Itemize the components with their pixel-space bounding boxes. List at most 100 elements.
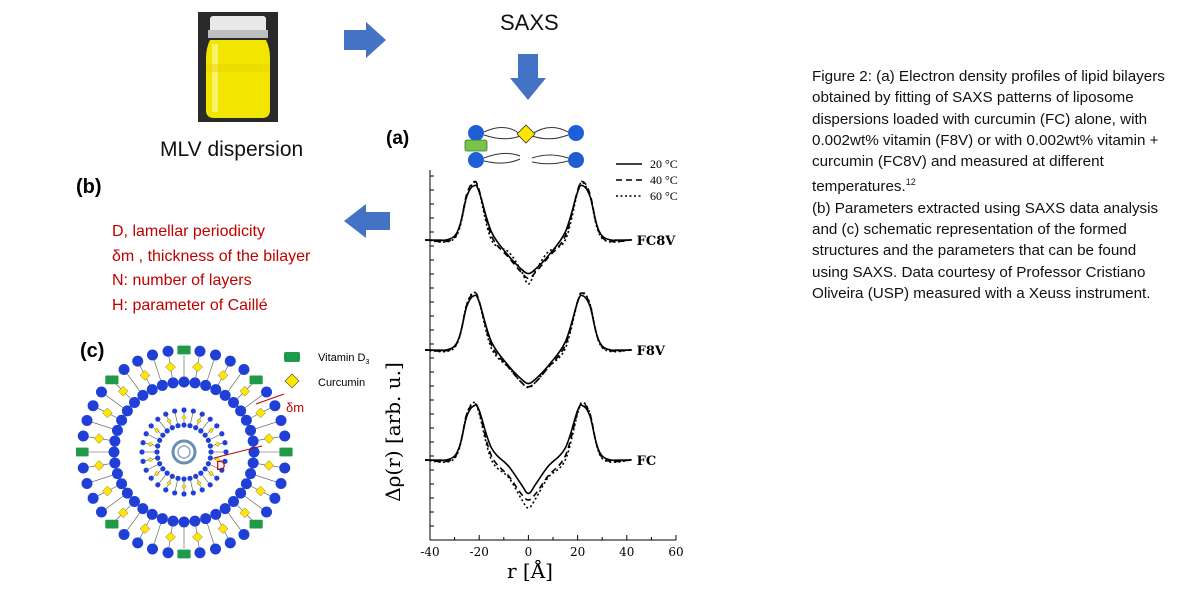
lipid-tail	[174, 480, 178, 491]
lipid-tail	[228, 373, 241, 392]
lipid-head	[95, 386, 107, 398]
vitamin-molecule	[105, 375, 119, 385]
lipid-head	[187, 475, 193, 481]
panel-series-label: FC	[637, 454, 657, 469]
lipid-head	[163, 411, 169, 417]
lipid-head	[116, 414, 128, 426]
lipid-head	[210, 384, 222, 396]
legend-entry: 60 °C	[650, 189, 678, 203]
x-tick-label: -40	[420, 545, 439, 559]
lipid-head	[111, 468, 123, 480]
lipid-head	[167, 515, 179, 527]
vitamin-molecule	[177, 549, 191, 559]
curcumin-molecule	[255, 407, 266, 419]
curcumin-molecule	[154, 427, 160, 434]
lipid-tail	[207, 360, 215, 381]
saxs-label: SAXS	[500, 10, 559, 35]
parameter-item: D, lamellar periodicity	[112, 223, 265, 240]
lipid-head	[155, 416, 161, 422]
left-arrow-icon	[344, 204, 390, 238]
vitamin-icon	[284, 352, 300, 362]
liposome-schematic: Vitamin D3 Curcumin δm D	[76, 345, 369, 559]
lipid-head	[202, 466, 208, 472]
lipid-head	[172, 490, 178, 496]
lipid-head	[224, 537, 236, 549]
lipid-tail	[127, 373, 140, 392]
lipid-head	[143, 467, 149, 473]
lipid-head	[222, 458, 228, 464]
lipid-head	[121, 405, 133, 417]
lipid-head	[77, 462, 89, 474]
lipid-head	[155, 443, 161, 449]
lipid-head	[160, 466, 166, 472]
lipid-head	[140, 440, 146, 446]
lipid-head	[146, 349, 158, 361]
lipid-head	[189, 515, 201, 527]
lipid-tail	[190, 480, 194, 491]
chart-legend: 20 °C 40 °C 60 °C	[616, 157, 678, 203]
lipid-head	[189, 377, 201, 389]
lipid-tail	[210, 434, 220, 440]
lipid-head	[194, 345, 206, 357]
caption-text-a: Figure 2: (a) Electron density profiles …	[812, 68, 1165, 196]
lipid-head	[155, 482, 161, 488]
headgroup	[568, 152, 584, 168]
lipid-head	[193, 473, 199, 479]
curcumin-molecule	[192, 531, 203, 543]
parameter-list: D, lamellar periodicity δm , thickness o…	[112, 220, 310, 318]
vitamin-molecule	[76, 447, 89, 457]
lipid-tail	[255, 475, 276, 483]
lipid-head	[190, 408, 196, 414]
curcumin-molecule	[93, 433, 105, 444]
profile-line-fc8v	[425, 180, 632, 280]
lipid-head	[146, 508, 158, 520]
panel-label-a: (a)	[386, 128, 410, 149]
lipid-head	[214, 475, 220, 481]
lipid-tail	[92, 475, 113, 483]
profile-line-fc	[425, 403, 632, 501]
lipid-head	[261, 506, 273, 518]
lipid-head	[121, 487, 133, 499]
lipid-tail	[207, 523, 215, 544]
lipid-head	[181, 476, 187, 482]
lipid-head	[148, 423, 154, 429]
curcumin-molecule	[181, 414, 187, 421]
lipid-head	[81, 414, 93, 426]
d-label: D	[216, 458, 225, 473]
lipid-head	[109, 457, 121, 469]
lipid-head	[275, 414, 287, 426]
bilayer-cartoon	[464, 124, 584, 168]
inner-vesicle-core	[171, 439, 197, 465]
panel-label-b: (b)	[76, 176, 102, 198]
vitamin-molecule	[105, 519, 119, 529]
panel-series-label: FC8V	[637, 234, 677, 249]
lipid-head	[194, 547, 206, 559]
lipid-head	[261, 386, 273, 398]
lipid-head	[269, 492, 281, 504]
lipid-head	[219, 431, 225, 437]
x-tick-label: -20	[470, 545, 489, 559]
lipid-tail	[159, 474, 166, 483]
lipid-head	[118, 363, 130, 375]
lipid-head	[219, 503, 231, 515]
lipid-head	[157, 461, 163, 467]
lipid-head	[156, 513, 168, 525]
lipid-tail	[210, 464, 220, 470]
lipid-head	[81, 478, 93, 490]
lipid-head	[240, 478, 252, 490]
panel-label-c: (c)	[80, 340, 105, 362]
curcumin-molecule	[215, 457, 221, 463]
lipid-head	[181, 422, 187, 428]
lipid-head	[227, 495, 239, 507]
lipid-head	[169, 425, 175, 431]
x-tick-label: 60	[668, 545, 683, 559]
lipid-head	[137, 503, 149, 515]
x-axis-label: r [Å]	[507, 558, 553, 583]
headgroup	[568, 125, 584, 141]
lipid-tail	[202, 421, 209, 430]
curcumin-molecule	[263, 433, 275, 444]
lipid-head	[207, 455, 213, 461]
lipid-head	[219, 389, 231, 401]
figure-caption: Figure 2: (a) Electron density profiles …	[812, 66, 1172, 304]
